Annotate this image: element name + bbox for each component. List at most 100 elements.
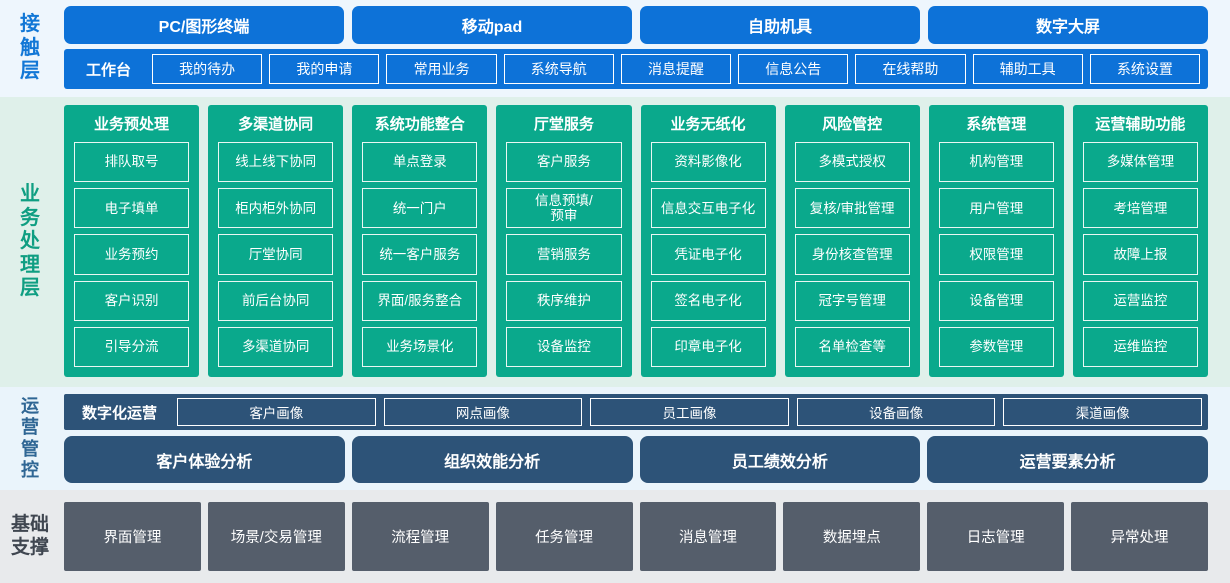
workbench-item[interactable]: 消息提醒 [620, 54, 732, 84]
business-item[interactable]: 故障上报 [1082, 234, 1198, 275]
business-item[interactable]: 名单检查等 [794, 326, 910, 368]
workbench-label: 工作台 [86, 61, 132, 79]
business-item[interactable]: 凭证电子化 [650, 234, 766, 275]
portrait-item[interactable]: 设备画像 [796, 398, 996, 426]
business-item[interactable]: 签名电子化 [650, 280, 766, 321]
terminal-2[interactable]: 移动pad [352, 6, 632, 44]
portrait-items: 客户画像网点画像员工画像设备画像渠道画像 [177, 398, 1202, 426]
foundation-item[interactable]: 日志管理 [927, 502, 1065, 571]
business-item[interactable]: 客户识别 [74, 280, 190, 321]
business-item[interactable]: 信息交互电子化 [650, 188, 766, 229]
business-column: 运营辅助功能多媒体管理考培管理故障上报运营监控运维监控 [1072, 105, 1208, 377]
business-item[interactable]: 业务预约 [74, 234, 190, 275]
foundation-items: 界面管理场景/交易管理流程管理任务管理消息管理数据埋点日志管理异常处理 [64, 502, 1208, 571]
terminal-4[interactable]: 数字大屏 [928, 6, 1208, 44]
business-item[interactable]: 权限管理 [938, 234, 1054, 275]
layer-foundation-label: 基础支撑 [0, 490, 60, 583]
business-item[interactable]: 信息预填/ 预审 [506, 188, 622, 229]
business-item[interactable]: 设备监控 [506, 326, 622, 368]
terminal-3[interactable]: 自助机具 [640, 6, 920, 44]
foundation-item[interactable]: 任务管理 [495, 502, 633, 571]
layer-business-body: 业务预处理排队取号电子填单业务预约客户识别引导分流多渠道协同线上线下协同柜内柜外… [60, 97, 1230, 387]
layer-label-char: 控 [21, 459, 39, 480]
analysis-item[interactable]: 员工绩效分析 [639, 436, 921, 483]
business-item[interactable]: 资料影像化 [650, 142, 766, 183]
workbench-item[interactable]: 在线帮助 [855, 54, 966, 84]
analysis-item[interactable]: 组织效能分析 [351, 436, 633, 483]
business-item[interactable]: 引导分流 [74, 326, 190, 368]
portrait-item[interactable]: 员工画像 [590, 398, 789, 426]
terminal-1[interactable]: PC/图形终端 [64, 6, 344, 44]
layer-label-char: 支 [10, 537, 30, 558]
business-item[interactable]: 印章电子化 [650, 326, 766, 368]
workbench-item[interactable]: 系统导航 [503, 54, 614, 84]
business-item[interactable]: 前后台协同 [218, 280, 334, 321]
business-column: 系统功能整合单点登录统一门户统一客户服务界面/服务整合业务场景化 [352, 105, 488, 377]
business-item[interactable]: 运营监控 [1082, 280, 1198, 321]
portrait-item[interactable]: 网点画像 [383, 398, 583, 426]
workbench-items: 我的待办我的申请常用业务系统导航消息提醒信息公告在线帮助辅助工具系统设置 [152, 54, 1200, 84]
business-item[interactable]: 参数管理 [938, 326, 1054, 368]
business-item[interactable]: 多渠道协同 [218, 326, 334, 368]
business-column-title: 系统管理 [966, 116, 1027, 133]
business-item[interactable]: 考培管理 [1082, 188, 1198, 229]
foundation-item[interactable]: 消息管理 [639, 502, 777, 571]
portrait-item[interactable]: 客户画像 [177, 398, 376, 426]
business-column: 业务无纸化资料影像化信息交互电子化凭证电子化签名电子化印章电子化 [640, 105, 776, 377]
business-item[interactable]: 界面/服务整合 [362, 280, 478, 321]
foundation-item[interactable]: 异常处理 [1071, 502, 1208, 571]
layer-label-char: 务 [20, 206, 40, 229]
workbench-item[interactable]: 我的待办 [152, 54, 263, 84]
business-item[interactable]: 身份核查管理 [794, 234, 910, 275]
business-column-title: 业务预处理 [94, 116, 170, 133]
business-column: 厅堂服务客户服务信息预填/ 预审营销服务秩序维护设备监控 [496, 105, 632, 377]
business-column-title: 厅堂服务 [533, 116, 594, 133]
business-item[interactable]: 冠字号管理 [794, 280, 910, 321]
analysis-row: 客户体验分析组织效能分析员工绩效分析运营要素分析 [64, 436, 1208, 483]
business-item[interactable]: 机构管理 [938, 142, 1054, 183]
business-item[interactable]: 用户管理 [938, 188, 1054, 229]
business-column-title: 业务无纸化 [670, 116, 746, 133]
layer-operations-body: 数字化运营 客户画像网点画像员工画像设备画像渠道画像 客户体验分析组织效能分析员… [60, 387, 1230, 490]
business-item[interactable]: 柜内柜外协同 [218, 188, 334, 229]
business-item[interactable]: 排队取号 [74, 142, 190, 183]
business-item[interactable]: 营销服务 [506, 234, 622, 275]
layer-operations: 运营管控 数字化运营 客户画像网点画像员工画像设备画像渠道画像 客户体验分析组织… [0, 387, 1230, 490]
foundation-item[interactable]: 界面管理 [64, 502, 201, 571]
layer-label-char: 管 [21, 438, 39, 459]
portrait-item[interactable]: 渠道画像 [1003, 398, 1202, 426]
business-item[interactable]: 秩序维护 [506, 280, 622, 321]
analysis-item[interactable]: 运营要素分析 [927, 436, 1208, 483]
workbench-item[interactable]: 系统设置 [1089, 54, 1200, 84]
layer-foundation: 基础支撑 界面管理场景/交易管理流程管理任务管理消息管理数据埋点日志管理异常处理 [0, 490, 1230, 583]
business-item[interactable]: 运维监控 [1082, 326, 1198, 368]
workbench-item[interactable]: 信息公告 [738, 54, 849, 84]
workbench-item[interactable]: 常用业务 [386, 54, 497, 84]
business-item[interactable]: 电子填单 [74, 188, 190, 229]
business-item[interactable]: 业务场景化 [362, 326, 478, 368]
business-item[interactable]: 厅堂协同 [218, 234, 334, 275]
business-item[interactable]: 统一门户 [362, 188, 478, 229]
business-item[interactable]: 多媒体管理 [1082, 142, 1198, 183]
business-item[interactable]: 客户服务 [506, 142, 622, 183]
business-item[interactable]: 多模式授权 [794, 142, 910, 183]
business-item[interactable]: 线上线下协同 [218, 142, 334, 183]
analysis-item[interactable]: 客户体验分析 [64, 436, 345, 483]
workbench-row: 工作台 我的待办我的申请常用业务系统导航消息提醒信息公告在线帮助辅助工具系统设置 [64, 49, 1208, 89]
foundation-item[interactable]: 流程管理 [351, 502, 489, 571]
workbench-item[interactable]: 辅助工具 [972, 54, 1083, 84]
business-item[interactable]: 复核/审批管理 [794, 188, 910, 229]
business-item[interactable]: 设备管理 [938, 280, 1054, 321]
business-item[interactable]: 单点登录 [362, 142, 478, 183]
workbench-item[interactable]: 我的申请 [269, 54, 380, 84]
foundation-item[interactable]: 数据埋点 [783, 502, 921, 571]
business-column-title: 多渠道协同 [238, 116, 314, 133]
business-column: 风险管控多模式授权复核/审批管理身份核查管理冠字号管理名单检查等 [784, 105, 920, 377]
layer-business: 业务处理层 业务预处理排队取号电子填单业务预约客户识别引导分流多渠道协同线上线下… [0, 97, 1230, 387]
business-item[interactable]: 统一客户服务 [362, 234, 478, 275]
business-column-title: 风险管控 [822, 116, 883, 133]
foundation-item[interactable]: 场景/交易管理 [207, 502, 345, 571]
